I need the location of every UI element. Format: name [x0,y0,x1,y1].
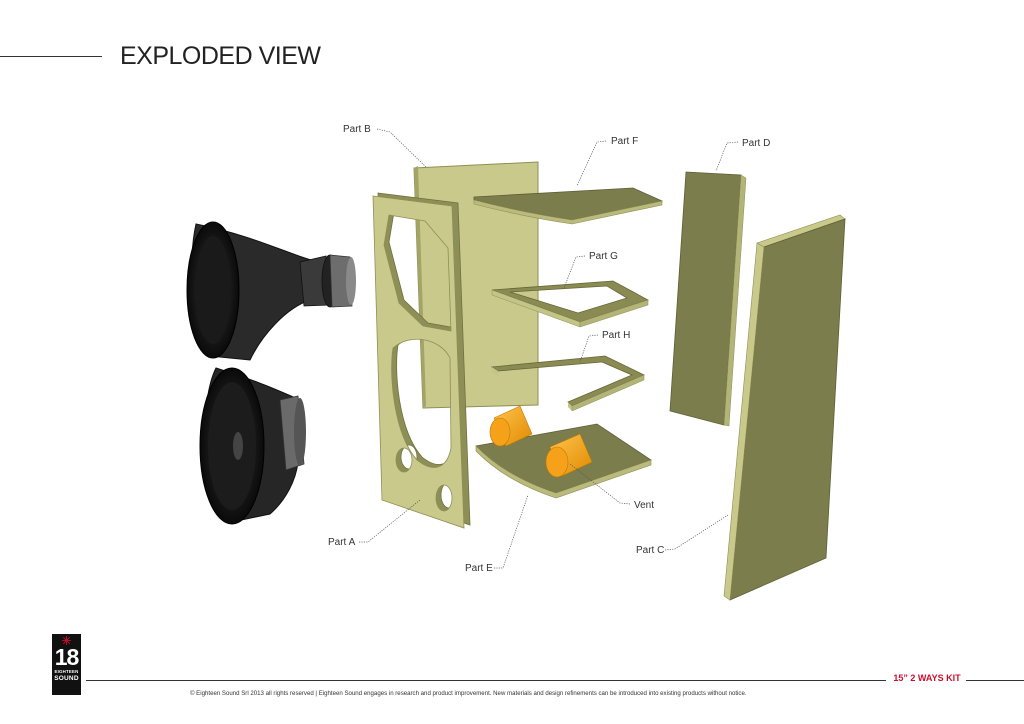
label-part-a: Part A [328,537,356,548]
leader-part-f [576,140,607,187]
leader-part-c [664,514,729,551]
leader-part-a [359,499,421,543]
page-title: EXPLODED VIEW [120,42,321,70]
label-part-h: Part H [602,330,630,341]
part-f-panel [473,187,664,225]
woofer-driver [199,367,306,525]
eighteen-sound-logo: 18 EIGHTEEN SOUND [52,634,81,695]
logo-number: 18 [54,644,80,670]
label-part-f: Part F [611,136,638,147]
label-part-d: Part D [742,138,770,149]
logo-word-top: EIGHTEEN [54,669,79,674]
footer-rule-right [966,680,1024,681]
part-a-baffle [372,192,471,529]
horn-driver [186,221,356,361]
logo-word-bottom: SOUND [54,675,79,682]
part-d-panel [669,171,747,427]
label-part-e: Part E [465,563,493,574]
leader-part-d [715,141,739,172]
copyright-notice: © Eighteen Sound Srl 2013 all rights res… [190,690,747,697]
label-part-b: Part B [343,124,371,135]
vent-tube-2 [545,433,593,478]
star-burst-icon [62,636,71,645]
leader-part-g [563,255,586,289]
part-g-brace [491,280,650,328]
label-vent: Vent [634,500,654,511]
part-c-panel [723,214,846,601]
vent-tube-1 [489,405,533,447]
leader-part-e [494,494,529,569]
kit-title: 15” 2 WAYS KIT [893,673,961,683]
title-rule [0,56,102,57]
leader-part-b [376,128,427,168]
part-h-brace [490,355,645,412]
label-part-g: Part G [589,251,618,262]
footer-rule [86,680,886,681]
leader-part-h [579,334,599,363]
leader-vent [569,463,631,505]
label-part-c: Part C [636,545,664,556]
